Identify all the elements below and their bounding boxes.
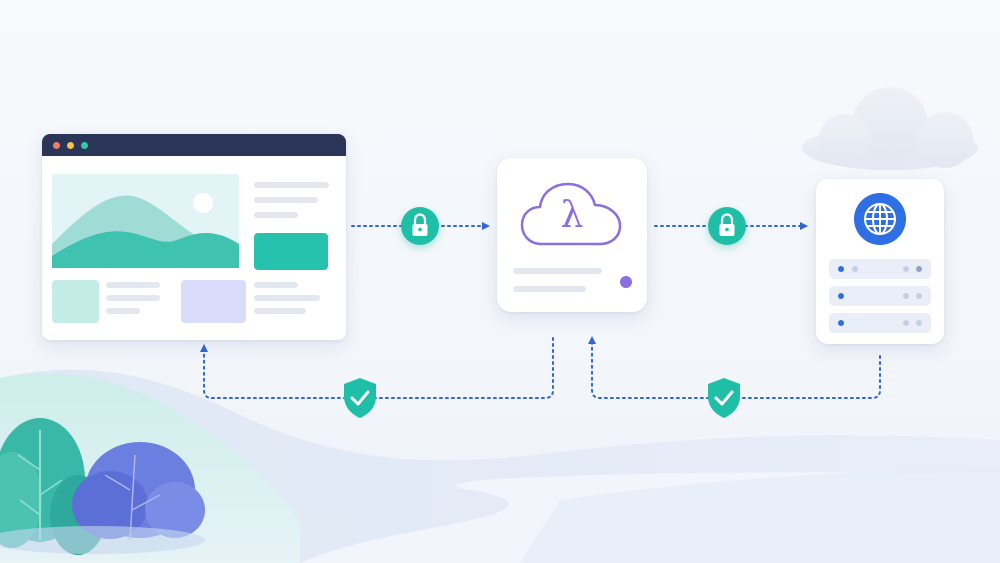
status-dot xyxy=(620,276,632,288)
text-line xyxy=(106,282,160,288)
text-line xyxy=(106,295,160,301)
thumbnail-teal xyxy=(52,280,99,323)
server-rack-row xyxy=(829,313,931,333)
close-dot xyxy=(53,142,60,149)
plant-decoration xyxy=(0,418,205,555)
cloud-lambda-icon xyxy=(520,182,622,246)
server-rack-row xyxy=(829,286,931,306)
cloud-decoration xyxy=(802,87,978,170)
maximize-dot xyxy=(81,142,88,149)
text-line xyxy=(513,268,602,274)
edge-lambda-to-webapp xyxy=(200,337,554,399)
server-led xyxy=(838,293,844,299)
text-line xyxy=(254,282,298,288)
shield-check-icon xyxy=(708,378,740,418)
text-line xyxy=(254,182,329,188)
web-server-card xyxy=(816,179,944,344)
lock-badge-left xyxy=(401,207,439,245)
lambda-glyph: λ xyxy=(560,195,584,236)
text-line xyxy=(254,295,320,301)
text-line xyxy=(513,286,586,292)
image-placeholder-icon xyxy=(52,174,239,268)
lock-badge-right xyxy=(708,207,746,245)
lock-icon xyxy=(412,213,428,236)
text-line xyxy=(254,197,318,203)
server-led xyxy=(916,293,922,299)
server-led xyxy=(903,293,909,299)
minimize-dot xyxy=(67,142,74,149)
server-led xyxy=(852,266,858,272)
text-line xyxy=(106,308,140,314)
shield-check-icon xyxy=(344,378,376,418)
thumbnail-purple xyxy=(181,280,246,323)
server-led xyxy=(838,320,844,326)
server-led xyxy=(903,320,909,326)
server-led xyxy=(916,320,922,326)
lock-icon xyxy=(719,213,735,236)
server-led xyxy=(838,266,844,272)
text-line xyxy=(254,212,298,218)
text-line xyxy=(254,308,306,314)
server-rack-row xyxy=(829,259,931,279)
hill-front xyxy=(520,468,1000,563)
web-app-window xyxy=(42,134,346,340)
lambda-function-card: λ xyxy=(497,158,647,312)
action-button-placeholder xyxy=(254,233,328,270)
browser-title-bar xyxy=(42,134,346,156)
globe-icon xyxy=(854,193,906,245)
server-led xyxy=(903,266,909,272)
server-led xyxy=(916,266,922,272)
